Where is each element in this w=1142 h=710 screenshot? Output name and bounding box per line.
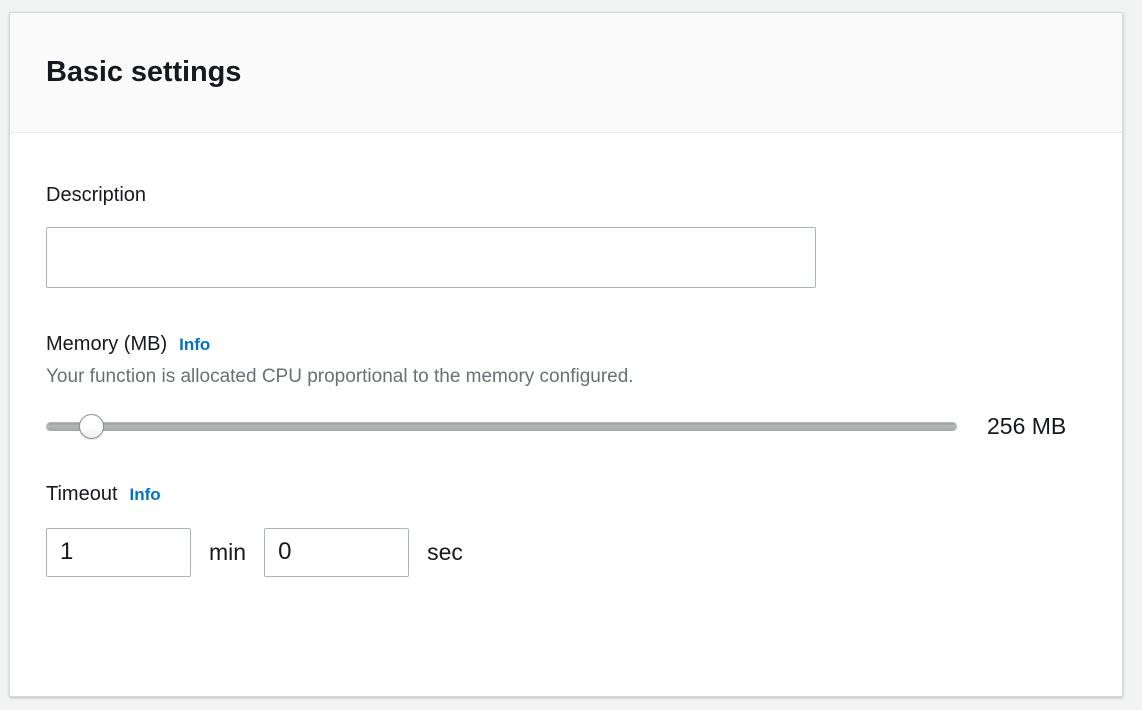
- page-title: Basic settings: [46, 55, 242, 88]
- description-input[interactable]: [46, 227, 816, 288]
- memory-slider-thumb[interactable]: [79, 414, 105, 440]
- memory-slider[interactable]: [46, 414, 957, 440]
- timeout-seconds-input[interactable]: [264, 527, 410, 577]
- memory-slider-row: 256 MB: [46, 413, 1086, 440]
- description-label-row: Description: [46, 183, 1086, 207]
- timeout-info-link[interactable]: Info: [129, 484, 161, 504]
- memory-field-group: Memory (MB) Info Your function is alloca…: [46, 332, 1086, 440]
- memory-value-label: 256 MB: [987, 412, 1067, 439]
- timeout-label-row: Timeout Info: [46, 482, 1086, 506]
- timeout-minutes-input[interactable]: [46, 527, 191, 577]
- memory-info-link[interactable]: Info: [179, 335, 211, 354]
- timeout-minutes-unit-label: min: [209, 538, 247, 565]
- timeout-seconds-unit-label: sec: [427, 538, 463, 565]
- description-label: Description: [46, 184, 147, 206]
- timeout-inputs-row: min sec: [46, 527, 1086, 577]
- basic-settings-panel: Basic settings Description Memory (MB) I…: [9, 12, 1123, 697]
- description-field-group: Description: [46, 183, 1086, 288]
- memory-label-row: Memory (MB) Info: [46, 332, 1086, 356]
- timeout-field-group: Timeout Info min sec: [46, 482, 1086, 577]
- memory-hint-text: Your function is allocated CPU proportio…: [46, 366, 634, 387]
- panel-header: Basic settings: [10, 13, 1122, 133]
- memory-label: Memory (MB): [46, 333, 168, 355]
- panel-body: Description Memory (MB) Info Your functi…: [10, 133, 1122, 577]
- timeout-label: Timeout: [46, 482, 118, 505]
- memory-slider-track[interactable]: [46, 422, 957, 432]
